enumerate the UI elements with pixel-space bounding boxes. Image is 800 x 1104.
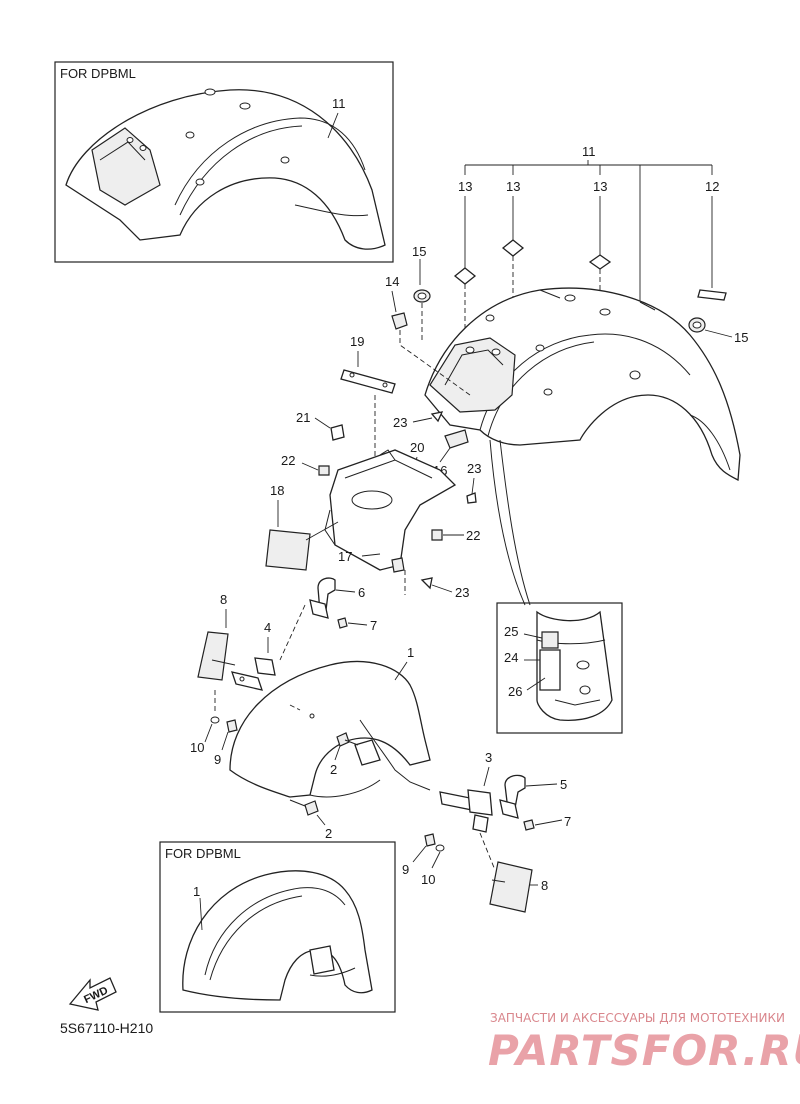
callout-8-b: 8 <box>541 878 548 893</box>
callout-5: 5 <box>560 777 567 792</box>
watermark-tagline: ЗАПЧАСТИ И АКСЕССУАРЫ ДЛЯ МОТОТЕХНИКИ <box>490 1011 785 1025</box>
bolt-2-upper: 2 <box>330 732 359 777</box>
watermark: ЗАПЧАСТИ И АКСЕССУАРЫ ДЛЯ МОТОТЕХНИКИ PA… <box>488 1011 800 1075</box>
screw-23-lower: 23 <box>404 570 469 600</box>
reflector-8-left: 8 <box>197 592 236 681</box>
callout-13-b: 13 <box>506 179 520 194</box>
inset-frame-bottom <box>159 841 396 1013</box>
inset-title-top: FOR DPBML <box>60 66 136 81</box>
callout-2-b: 2 <box>325 826 332 841</box>
clip-14: 14 <box>385 274 471 396</box>
grommet-15-left: 15 <box>412 244 431 340</box>
callout-4: 4 <box>264 620 271 635</box>
callout-12: 12 <box>705 179 719 194</box>
callout-22-a: 22 <box>281 453 295 468</box>
washer-10-right: 10 <box>421 844 445 887</box>
bracket-6-left: 6 <box>279 577 365 661</box>
callout-10-b: 10 <box>421 872 435 887</box>
callout-19: 19 <box>350 334 364 349</box>
washer-10-left: 10 <box>190 716 220 755</box>
callout-bracket-11: 11 13 13 13 12 <box>453 144 727 330</box>
callout-18: 18 <box>270 483 284 498</box>
callout-24: 24 <box>504 650 518 665</box>
callout-8-a: 8 <box>220 592 227 607</box>
stay-4-left: 4 <box>214 620 276 712</box>
callout-7-a: 7 <box>370 618 377 633</box>
grommet-15-right: 15 <box>688 317 748 345</box>
callout-17: 17 <box>338 549 352 564</box>
damper-22-lower: 22 <box>431 528 480 543</box>
bolt-2-lower: 2 <box>289 799 332 841</box>
callout-15-a: 15 <box>412 244 426 259</box>
callout-6: 6 <box>358 585 365 600</box>
decal-13-b <box>501 239 525 257</box>
diagram-code: 5S67110-H210 <box>60 1020 153 1036</box>
screw-23-mid: 23 <box>466 461 481 504</box>
watermark-brand: PARTSFOR.RU <box>488 1026 800 1075</box>
wire-line-a <box>489 439 526 606</box>
inset-rear-fender-dpbml: FOR DPBML 11 <box>54 61 394 263</box>
license-bracket-17: 17 <box>324 449 457 573</box>
damper-22-upper: 22 <box>281 453 330 476</box>
callout-20: 20 <box>410 440 424 455</box>
stay-3-right: 3 <box>439 750 496 871</box>
inset-title-bottom: FOR DPBML <box>165 846 241 861</box>
reflector-8-right: 8 <box>489 861 548 913</box>
reflector-18: 18 <box>265 483 339 571</box>
callout-23-b: 23 <box>467 461 481 476</box>
callout-13-a: 13 <box>458 179 472 194</box>
callout-11: 11 <box>582 144 596 159</box>
callout-1-inset: 1 <box>193 884 200 899</box>
screw-7-right: 7 <box>523 814 571 831</box>
rear-fender-dpbml-drawing <box>65 88 386 250</box>
callout-25: 25 <box>504 624 518 639</box>
nut-9-right: 9 <box>402 833 436 877</box>
stay-19: 19 <box>340 334 396 460</box>
callout-22-b: 22 <box>466 528 480 543</box>
callout-9-a: 9 <box>214 752 221 767</box>
bracket-5-right: 5 <box>499 774 567 819</box>
callout-23-a: 23 <box>393 415 407 430</box>
callout-10-a: 10 <box>190 740 204 755</box>
callout-3: 3 <box>485 750 492 765</box>
inset-frame-top <box>54 61 394 263</box>
nut-9-left: 9 <box>214 719 238 767</box>
callout-1: 1 <box>407 645 414 660</box>
label-12 <box>697 289 727 301</box>
callout-23-c: 23 <box>455 585 469 600</box>
screw-7-left: 7 <box>337 617 377 633</box>
decal-13-a <box>453 267 477 285</box>
callout-9-b: 9 <box>402 862 409 877</box>
front-fender-1: 1 <box>229 645 431 798</box>
detail-box-label-area: 25 24 26 <box>496 602 623 734</box>
wire-line-b <box>499 439 531 606</box>
callout-21: 21 <box>296 410 310 425</box>
fwd-arrow: FWD <box>68 977 117 1011</box>
screw-23-upper: 23 <box>393 411 444 430</box>
callout-2-a: 2 <box>330 762 337 777</box>
callout-7-b: 7 <box>564 814 571 829</box>
callout-26: 26 <box>508 684 522 699</box>
callout-14: 14 <box>385 274 399 289</box>
callout-13-c: 13 <box>593 179 607 194</box>
callout-11-inset: 11 <box>332 96 346 111</box>
callout-15-b: 15 <box>734 330 748 345</box>
rear-fender-11 <box>424 287 741 482</box>
bracket-21: 21 <box>296 410 345 441</box>
inset-front-fender-dpbml: FOR DPBML 1 <box>159 841 396 1013</box>
decal-13-c <box>588 254 612 270</box>
